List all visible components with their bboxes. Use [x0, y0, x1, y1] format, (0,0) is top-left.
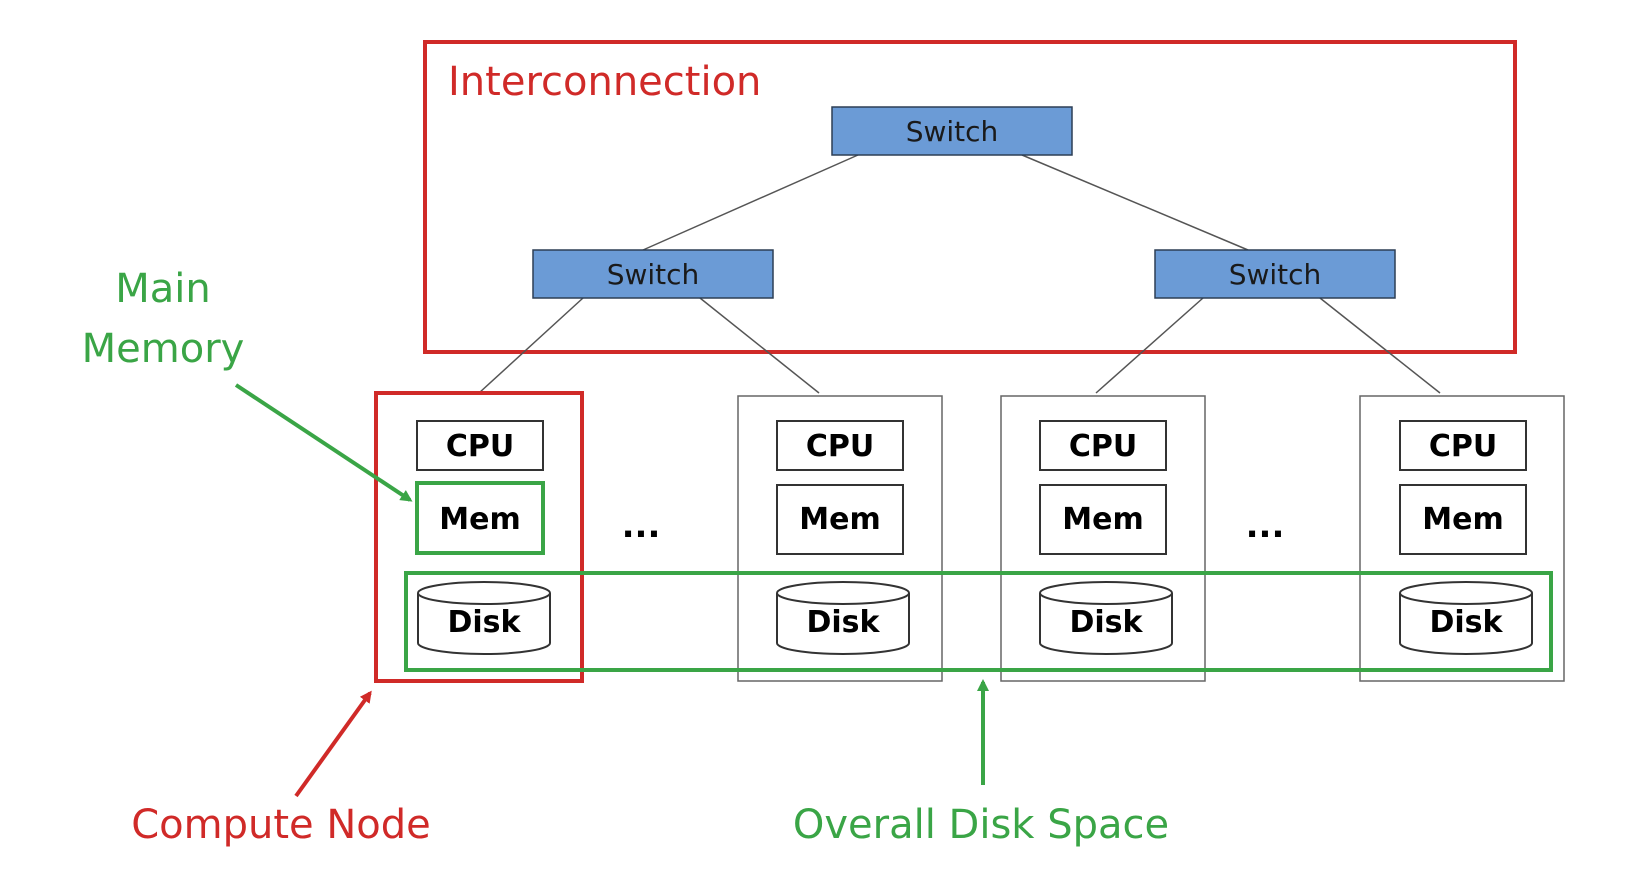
- switch-right: Switch: [1154, 249, 1396, 299]
- mem-label: Mem: [439, 502, 520, 537]
- ellipsis-left: ...: [622, 506, 661, 546]
- node-4: CPU Mem Disk: [1359, 395, 1565, 682]
- switch-right-label: Switch: [1229, 258, 1322, 291]
- mem-label: Mem: [799, 502, 880, 537]
- cpu-box: [1399, 420, 1527, 471]
- node-1: CPU Mem Disk: [374, 391, 584, 683]
- interconnection-label: Interconnection: [448, 59, 761, 105]
- compute-node-box: [374, 391, 584, 683]
- cpu-label: CPU: [446, 429, 514, 464]
- connection-lines: [478, 154, 1441, 394]
- disk-label: Disk: [448, 605, 522, 640]
- main-memory-label-line1: Main: [115, 266, 211, 312]
- switch-top: Switch: [831, 106, 1073, 156]
- cpu-box: [776, 420, 904, 471]
- mem-box: [415, 481, 545, 555]
- main-memory-label-line2: Memory: [82, 326, 245, 372]
- switch-top-label: Switch: [906, 115, 999, 148]
- mem-box: [1039, 484, 1167, 555]
- mem-box: [1399, 484, 1527, 555]
- node-3: CPU Mem Disk: [1000, 395, 1206, 682]
- overall-disk-space-box: [404, 571, 1553, 672]
- disk-icon: [776, 581, 910, 655]
- compute-node-arrow: [294, 690, 372, 798]
- overall-disk-space-label: Overall Disk Space: [793, 802, 1169, 848]
- switch-left-label: Switch: [607, 258, 700, 291]
- cpu-label: CPU: [1429, 429, 1497, 464]
- node-2: CPU Mem Disk: [737, 395, 943, 682]
- cpu-box: [1039, 420, 1167, 471]
- disk-label: Disk: [807, 605, 881, 640]
- disk-icon: [417, 581, 551, 655]
- switch-left: Switch: [532, 249, 774, 299]
- compute-node-label: Compute Node: [131, 802, 431, 848]
- cpu-label: CPU: [1069, 429, 1137, 464]
- disk-icon: [1039, 581, 1173, 655]
- mem-label: Mem: [1422, 502, 1503, 537]
- disk-icon: [1399, 581, 1533, 655]
- ellipsis-right: ...: [1246, 506, 1285, 546]
- main-memory-arrow: [234, 383, 413, 502]
- disk-label: Disk: [1070, 605, 1144, 640]
- cpu-box: [416, 420, 544, 471]
- cpu-label: CPU: [806, 429, 874, 464]
- disk-label: Disk: [1430, 605, 1504, 640]
- mem-box: [776, 484, 904, 555]
- interconnection-box: [423, 40, 1517, 354]
- mem-label: Mem: [1062, 502, 1143, 537]
